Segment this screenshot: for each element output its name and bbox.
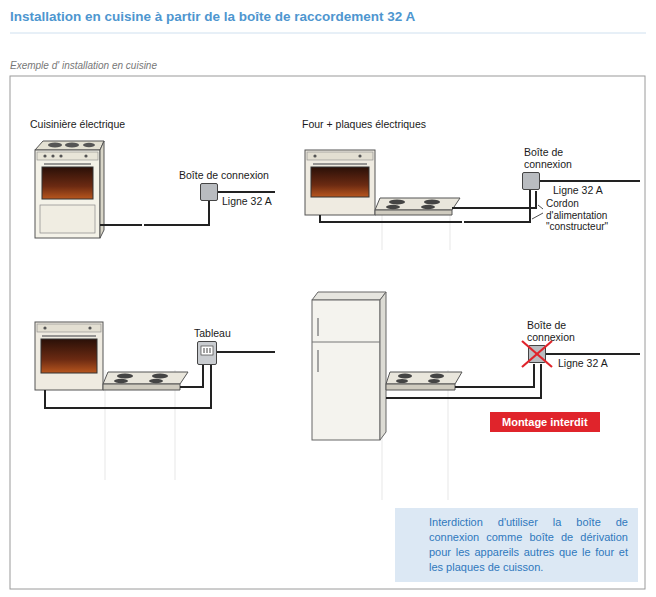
junction-box: Boîte de connexion	[528, 345, 546, 363]
subtitle: Exemple d' installation en cuisine	[10, 60, 157, 72]
line-label: Ligne 32 A	[553, 184, 603, 196]
line-label: Ligne 32 A	[222, 195, 272, 207]
warning-badge: Montage interdit	[490, 412, 600, 432]
panel-board: Tableau	[197, 341, 217, 365]
note-text: Interdiction d'utiliser la boîte de conn…	[429, 515, 628, 574]
junction-box: Boîte de connexion	[522, 172, 540, 190]
line-label: Ligne 32 A	[558, 357, 608, 369]
stove	[35, 141, 142, 238]
supply-line	[218, 191, 275, 193]
forbidden-cross	[520, 339, 554, 369]
warning-text: Montage interdit	[502, 416, 588, 428]
note-box: Interdiction d'utiliser la boîte de conn…	[395, 508, 638, 582]
frame	[10, 76, 645, 589]
node-label: Tableau	[194, 327, 231, 339]
fridge-and-hob	[312, 292, 640, 440]
header-rule	[10, 33, 646, 34]
power-cable	[144, 201, 209, 225]
node-label: Cuisinière électrique	[30, 118, 144, 130]
appliance-area: Cuisinière électrique	[30, 118, 144, 240]
node-label: Boîte de connexion	[179, 169, 269, 181]
breaker-symbol	[197, 341, 217, 365]
junction-box: Boîte de connexion	[200, 183, 218, 201]
node-label: Four + plaques électriques	[302, 118, 464, 130]
node-label: Boîte de connexion	[524, 146, 586, 170]
node-label: Boîte de connexion	[527, 319, 589, 343]
oven-and-hob	[35, 322, 275, 408]
title: Installation en cuisine à partir de la b…	[10, 9, 415, 24]
power-cable	[464, 190, 530, 222]
appliance-area: Four + plaques électriques	[302, 118, 464, 226]
guide-lines	[105, 215, 450, 500]
cord-label: Cordon d'alimentation "constructeur"	[546, 198, 630, 233]
